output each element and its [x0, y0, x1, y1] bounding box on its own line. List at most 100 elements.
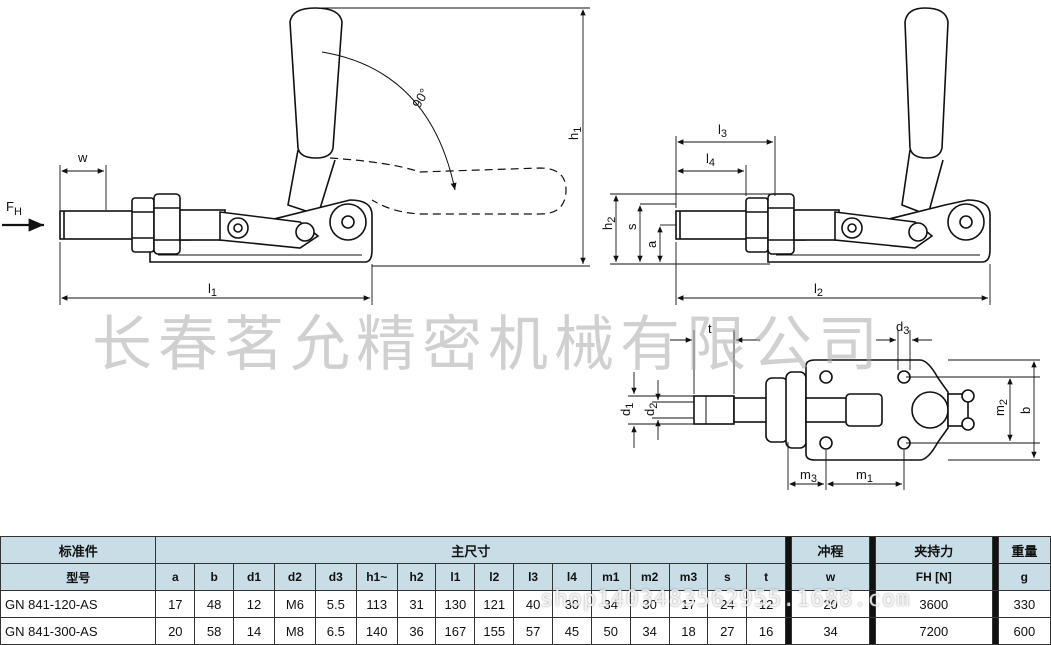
table-cell: 16: [746, 617, 787, 645]
clamp-handle: [289, 7, 343, 159]
table-cell: 48: [194, 590, 235, 618]
dim-a: a: [644, 240, 659, 248]
cell-weight: 330: [997, 590, 1051, 618]
col-s: s: [707, 563, 748, 591]
table-cell: 17: [668, 590, 709, 618]
table-cell: 50: [590, 617, 631, 645]
top-view: [693, 359, 975, 461]
table-cell: 130: [435, 590, 476, 618]
col-l4: l4: [552, 563, 592, 591]
col-m3: m3: [668, 563, 709, 591]
table-header-row: 标准件 主尺寸 冲程 夹持力 重量: [0, 536, 1051, 591]
table-cell: 45: [552, 617, 592, 645]
table-cell: 27: [707, 617, 748, 645]
table-cell: 155: [474, 617, 515, 645]
subheader-model: 型号: [0, 563, 157, 591]
top-view-dimensions: [628, 330, 1040, 490]
technical-drawing: 90° FH w l1 h1: [2, 7, 1040, 490]
col-d2: d2: [273, 563, 316, 591]
cell-clamp-force: 3600: [875, 590, 993, 618]
table-cell: M8: [273, 617, 316, 645]
side-view-left-dimensions: [59, 7, 590, 305]
spec-table: 标准件 主尺寸 冲程 夹持力 重量 型号 a b d1 d2 d3 h1~ h2…: [0, 536, 1051, 645]
table-cell: 17: [155, 590, 196, 618]
cell-stroke: 20: [791, 590, 870, 618]
dim-w: w: [77, 150, 88, 165]
col-t: t: [746, 563, 787, 591]
plunger: [59, 210, 136, 240]
col-h1: h1~: [355, 563, 398, 591]
angle-label: 90°: [409, 86, 432, 111]
dim-h1: h1: [566, 127, 584, 140]
table-cell: 20: [155, 617, 196, 645]
col-l1: l1: [435, 563, 476, 591]
side-view-right-dimensions: [610, 136, 991, 305]
header-weight: 重量: [997, 536, 1051, 564]
table-cell: 12: [746, 590, 787, 618]
col-a: a: [155, 563, 196, 591]
table-cell: 34: [590, 590, 631, 618]
cell-weight: 600: [997, 617, 1051, 645]
subheader-clamp-force: FH [N]: [875, 563, 993, 591]
header-main-dims: 主尺寸: [155, 536, 787, 564]
col-d1: d1: [233, 563, 275, 591]
company-watermark: 长春茗允精密机械有限公司: [92, 310, 884, 380]
lock-nut: [131, 197, 155, 253]
col-m2: m2: [629, 563, 670, 591]
dim-m2: m2: [992, 399, 1010, 416]
dim-s: s: [624, 223, 639, 230]
dim-m3: m3: [800, 467, 817, 485]
table-cell: 113: [355, 590, 398, 618]
subheader-stroke: w: [791, 563, 870, 591]
table-cell: 12: [233, 590, 275, 618]
dim-l4: l4: [706, 151, 715, 169]
dim-l3: l3: [718, 122, 727, 140]
cell-stroke: 34: [791, 617, 870, 645]
col-m1: m1: [590, 563, 631, 591]
handle-rotated-dashed: [329, 157, 567, 215]
pivot-circle: [329, 203, 367, 241]
table-cell: 14: [233, 617, 275, 645]
dim-l2: l2: [814, 281, 823, 299]
table-cell: 5.5: [314, 590, 357, 618]
dim-d1: d1: [618, 403, 636, 416]
table-cell: 31: [396, 590, 437, 618]
force-label: FH: [6, 199, 22, 218]
threaded-end: [693, 395, 735, 425]
table-cell: 167: [435, 617, 476, 645]
dim-d3: d3: [896, 319, 909, 337]
cell-clamp-force: 7200: [875, 617, 993, 645]
header-standard: 标准件: [0, 536, 157, 564]
table-cell: 6.5: [314, 617, 357, 645]
table-cell: 58: [194, 617, 235, 645]
side-view-right: [675, 7, 991, 263]
col-d3: d3: [314, 563, 357, 591]
dim-l1: l1: [208, 281, 217, 299]
subheader-weight: g: [997, 563, 1051, 591]
table-cell: 30: [552, 590, 592, 618]
table-row: GN 841-300-AS 20 58 14 M8 6.5 140 36 167…: [0, 617, 1051, 645]
angle-arc: [321, 51, 457, 191]
table-cell: 140: [355, 617, 398, 645]
dim-b: b: [1018, 407, 1033, 414]
dim-t: t: [708, 321, 712, 336]
table-cell: 34: [629, 617, 670, 645]
table-cell: 121: [474, 590, 515, 618]
col-h2: h2: [396, 563, 437, 591]
table-cell: M6: [273, 590, 316, 618]
side-view-left: [2, 7, 567, 263]
header-clamp-force: 夹持力: [875, 536, 993, 564]
table-cell: 36: [396, 617, 437, 645]
col-b: b: [194, 563, 235, 591]
header-stroke: 冲程: [791, 536, 870, 564]
shop-url-overlay: shop1403483562955.1688.com: [540, 587, 911, 612]
cell-model: GN 841-300-AS: [0, 617, 157, 645]
table-subheader-row: 型号 a b d1 d2 d3 h1~ h2 l1 l2 l3 l4 m1 m2…: [0, 563, 1051, 591]
table-cell: 18: [668, 617, 709, 645]
cell-model: GN 841-120-AS: [0, 590, 157, 618]
col-l2: l2: [474, 563, 515, 591]
table-cell: 40: [513, 590, 554, 618]
clamp-handle-right: [904, 7, 949, 159]
dim-m1: m1: [856, 467, 873, 485]
dim-d2: d2: [642, 403, 660, 416]
